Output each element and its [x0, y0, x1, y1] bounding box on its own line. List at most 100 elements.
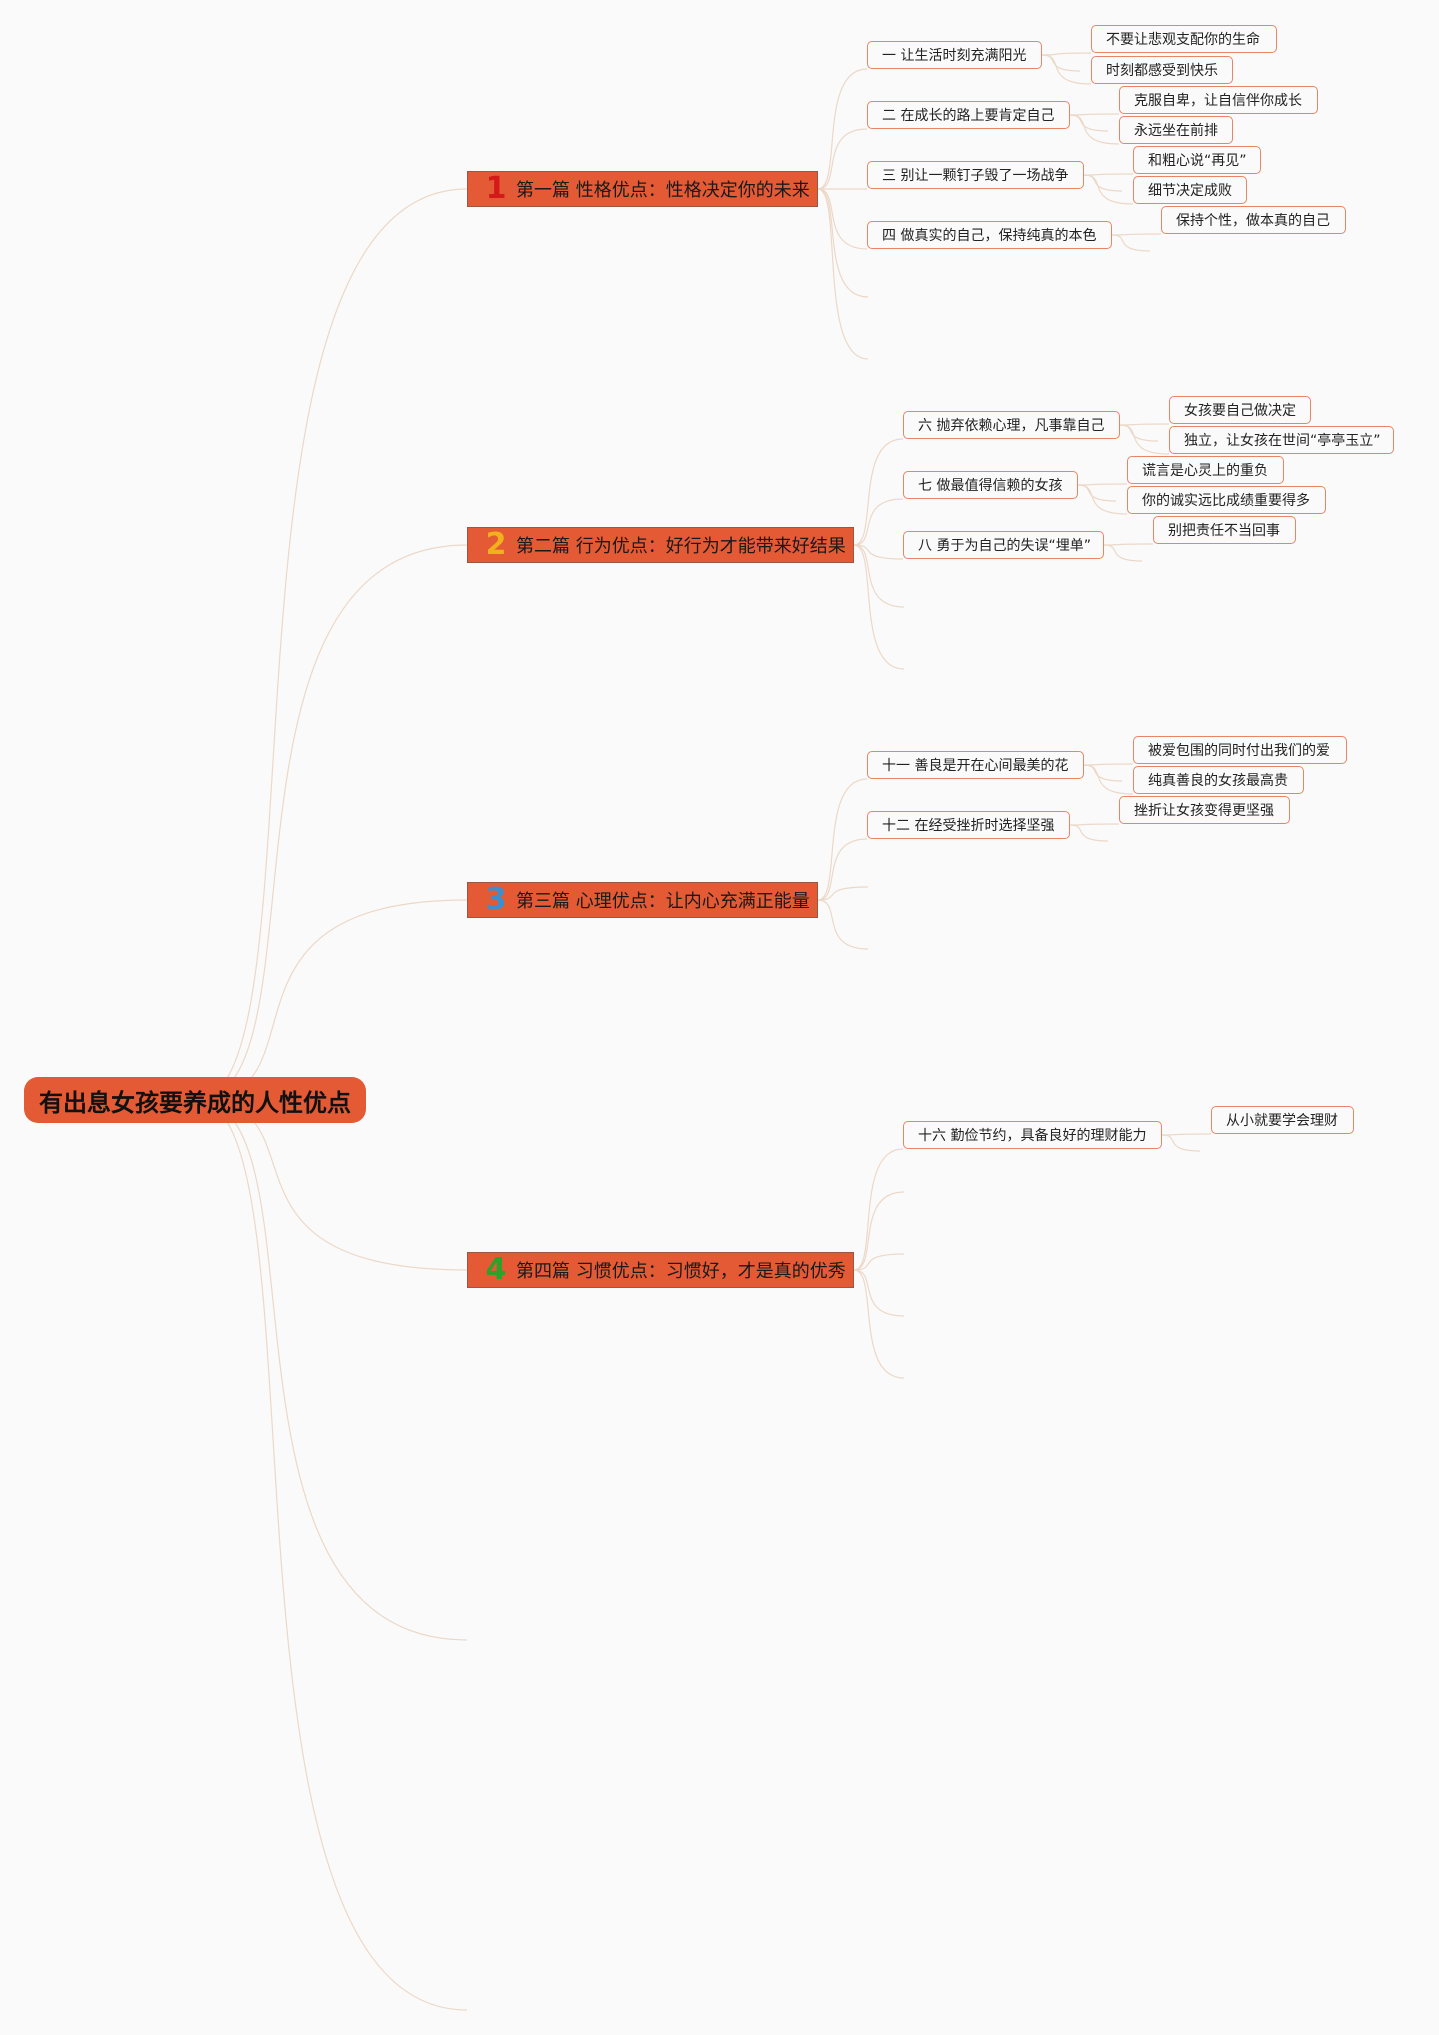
- connector-line: [195, 544, 468, 1101]
- connector-line: [1083, 173, 1134, 176]
- connector-line: [853, 544, 905, 670]
- connector-line: [1041, 54, 1081, 72]
- subtopic-label: 细节决定成败: [1148, 183, 1232, 199]
- subtopic-node[interactable]: 你的诚实远比成绩重要得多: [1127, 486, 1326, 514]
- connector-line: [1161, 1134, 1201, 1152]
- subtopic-label: 别把责任不当回事: [1168, 523, 1280, 539]
- section-number-1: 1: [485, 171, 507, 206]
- subtopic-label: 女孩要自己做决定: [1184, 403, 1296, 419]
- connector-line: [195, 1099, 468, 2011]
- section-label-2: 第二篇 行为优点：好行为才能带来好结果: [516, 536, 846, 557]
- subtopic-node[interactable]: 永远坐在前排: [1119, 116, 1233, 144]
- connector-line: [195, 1099, 468, 1641]
- topic-label: 七 做最值得信赖的女孩: [918, 478, 1063, 494]
- topic-node[interactable]: 二 在成长的路上要肯定自己: [867, 101, 1070, 129]
- subtopic-label: 保持个性，做本真的自己: [1176, 213, 1330, 229]
- connector-line: [817, 128, 868, 190]
- connector-line: [817, 68, 868, 190]
- section-node-3[interactable]: 3 第三篇 心理优点：让内心充满正能量: [467, 882, 818, 918]
- subtopic-label: 谎言是心灵上的重负: [1142, 463, 1268, 479]
- subtopic-node[interactable]: 从小就要学会理财: [1211, 1106, 1354, 1134]
- subtopic-node[interactable]: 挫折让女孩变得更坚强: [1119, 796, 1290, 824]
- subtopic-node[interactable]: 别把责任不当回事: [1153, 516, 1296, 544]
- topic-node[interactable]: 十六 勤俭节约，具备良好的理财能力: [903, 1121, 1162, 1149]
- topic-node[interactable]: 七 做最值得信赖的女孩: [903, 471, 1078, 499]
- topic-label: 三 别让一颗钉子毁了一场战争: [882, 168, 1069, 184]
- topic-label: 一 让生活时刻充满阳光: [882, 48, 1027, 64]
- section-number-2: 2: [485, 527, 507, 562]
- subtopic-label: 从小就要学会理财: [1226, 1113, 1338, 1129]
- connector-line: [1069, 113, 1120, 116]
- subtopic-node[interactable]: 独立，让女孩在世间“亭亭玉立”: [1169, 426, 1394, 454]
- connector-line: [1077, 483, 1128, 486]
- root-label: 有出息女孩要养成的人性优点: [39, 1088, 351, 1117]
- connector-line: [1083, 763, 1134, 766]
- connector-line: [1103, 544, 1143, 562]
- subtopic-node[interactable]: 被爱包围的同时付出我们的爱: [1133, 736, 1347, 764]
- topic-node[interactable]: 十二 在经受挫折时选择坚强: [867, 811, 1070, 839]
- section-node-2[interactable]: 2 第二篇 行为优点：好行为才能带来好结果: [467, 527, 854, 563]
- root-node[interactable]: 有出息女孩要养成的人性优点: [24, 1077, 366, 1123]
- connector-line: [817, 188, 869, 360]
- subtopic-label: 你的诚实远比成绩重要得多: [1142, 493, 1310, 509]
- connector-line: [1069, 114, 1109, 132]
- connector-line: [853, 1253, 905, 1271]
- connector-line: [817, 886, 869, 901]
- subtopic-label: 挫折让女孩变得更坚强: [1134, 803, 1274, 819]
- subtopic-node[interactable]: 和粗心说“再见”: [1133, 146, 1261, 174]
- subtopic-node[interactable]: 时刻都感受到快乐: [1091, 56, 1233, 84]
- connector-line: [817, 778, 868, 901]
- connector-line: [1083, 764, 1123, 782]
- subtopic-node[interactable]: 不要让悲观支配你的生命: [1091, 25, 1277, 53]
- connector-line: [853, 1269, 905, 1317]
- subtopic-node[interactable]: 细节决定成败: [1133, 176, 1247, 204]
- connector-line: [1077, 484, 1117, 502]
- connector-line: [1161, 1133, 1212, 1136]
- topic-node[interactable]: 三 别让一颗钉子毁了一场战争: [867, 161, 1084, 189]
- topic-node[interactable]: 四 做真实的自己，保持纯真的本色: [867, 221, 1112, 249]
- section-number-3: 3: [485, 882, 507, 917]
- topic-label: 八 勇于为自己的失误“埋单”: [918, 538, 1091, 554]
- subtopic-node[interactable]: 纯真善良的女孩最高贵: [1133, 766, 1304, 794]
- connector-line: [817, 188, 869, 298]
- connector-line: [1111, 233, 1162, 236]
- connector-line: [1119, 423, 1170, 426]
- connector-line: [1069, 824, 1109, 842]
- subtopic-node[interactable]: 保持个性，做本真的自己: [1161, 206, 1346, 234]
- topic-label: 四 做真实的自己，保持纯真的本色: [882, 228, 1097, 244]
- topic-label: 十一 善良是开在心间最美的花: [882, 758, 1069, 774]
- connector-line: [853, 438, 904, 546]
- connector-line: [853, 1269, 905, 1379]
- connector-line: [195, 188, 468, 1101]
- section-node-1[interactable]: 1 第一篇 性格优点：性格决定你的未来: [467, 171, 818, 207]
- subtopic-label: 纯真善良的女孩最高贵: [1148, 773, 1288, 789]
- connector-line: [1119, 424, 1159, 442]
- connector-line: [1069, 823, 1120, 826]
- connector-line: [817, 838, 868, 901]
- connector-line: [1103, 543, 1154, 546]
- subtopic-label: 被爱包围的同时付出我们的爱: [1148, 743, 1330, 759]
- section-node-4[interactable]: 4 第四篇 习惯优点：习惯好，才是真的优秀: [467, 1252, 854, 1288]
- subtopic-node[interactable]: 谎言是心灵上的重负: [1127, 456, 1284, 484]
- subtopic-node[interactable]: 克服自卑，让自信伴你成长: [1119, 86, 1318, 114]
- subtopic-node[interactable]: 女孩要自己做决定: [1169, 396, 1311, 424]
- section-label-3: 第三篇 心理优点：让内心充满正能量: [516, 891, 810, 912]
- topic-label: 十二 在经受挫折时选择坚强: [882, 818, 1055, 834]
- subtopic-label: 克服自卑，让自信伴你成长: [1134, 93, 1302, 109]
- topic-node[interactable]: 十一 善良是开在心间最美的花: [867, 751, 1084, 779]
- subtopic-label: 时刻都感受到快乐: [1106, 63, 1218, 79]
- connector-line: [853, 544, 905, 608]
- topic-node[interactable]: 八 勇于为自己的失误“埋单”: [903, 531, 1104, 559]
- subtopic-label: 和粗心说“再见”: [1148, 153, 1247, 169]
- section-label-4: 第四篇 习惯优点：习惯好，才是真的优秀: [516, 1261, 846, 1282]
- topic-node[interactable]: 六 抛弃依赖心理，凡事靠自己: [903, 411, 1120, 439]
- connector-line: [195, 899, 468, 1101]
- topic-label: 十六 勤俭节约，具备良好的理财能力: [918, 1128, 1147, 1144]
- connector-line: [817, 899, 869, 950]
- topic-node[interactable]: 一 让生活时刻充满阳光: [867, 41, 1042, 69]
- connector-line: [853, 544, 904, 560]
- topic-label: 六 抛弃依赖心理，凡事靠自己: [918, 418, 1105, 434]
- connector-line: [853, 1148, 904, 1271]
